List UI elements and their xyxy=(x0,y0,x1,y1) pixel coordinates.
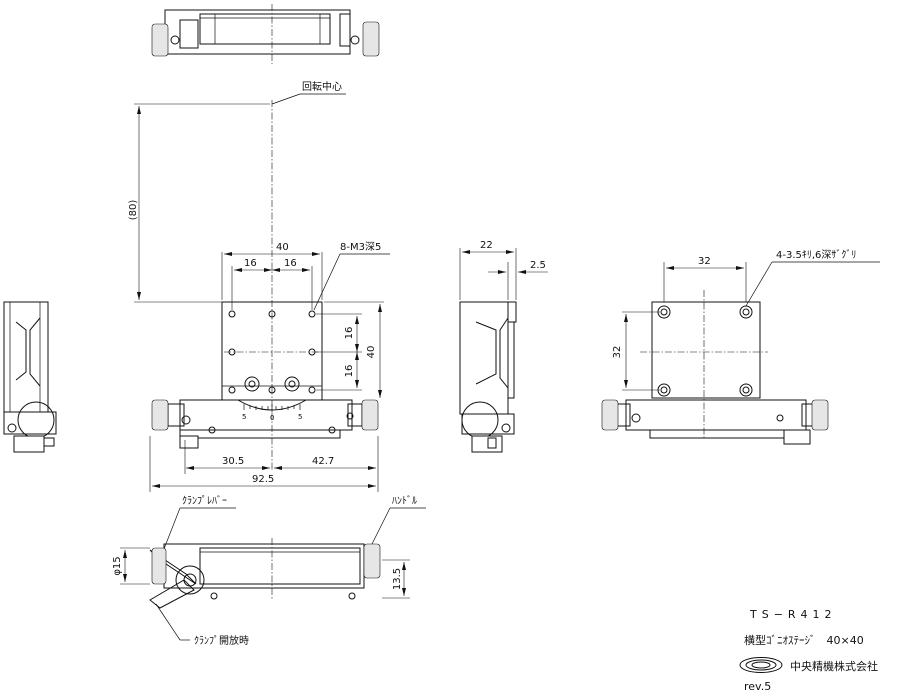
label-clamp-lever: ｸﾗﾝﾌﾟﾚﾊﾞｰ xyxy=(182,495,227,507)
label-mount-holes: 4-3.5ｷﾘ,6深ｻﾞｸﾞﾘ xyxy=(776,249,856,261)
revision-label: rev.5 xyxy=(744,680,772,693)
label-dim-32-h: 32 xyxy=(698,256,711,267)
label-dim-22: 22 xyxy=(480,240,493,251)
lower-view xyxy=(120,507,426,641)
label-dim-92-5: 92.5 xyxy=(252,474,274,485)
label-handle: ﾊﾝﾄﾞﾙ xyxy=(392,495,417,507)
label-scale-5-left: 5 xyxy=(242,413,246,421)
label-dim-2-5: 2.5 xyxy=(530,260,546,271)
label-dim-16-right: 16 xyxy=(284,258,297,269)
left-side-view xyxy=(3,301,57,453)
bottom-view xyxy=(601,261,880,445)
product-name: 横型ｺﾞﾆｵｽﾃｰｼﾞ 40×40 xyxy=(744,634,864,647)
label-dim-16-v1: 16 xyxy=(344,327,355,340)
label-dim-80: (80) xyxy=(128,200,139,221)
label-dim-16-v2: 16 xyxy=(344,365,355,378)
front-view xyxy=(134,93,390,492)
right-side-view xyxy=(459,248,548,453)
label-clamp-open: ｸﾗﾝﾌﾟ開放時 xyxy=(194,634,249,647)
label-scale-0: 0 xyxy=(270,414,274,422)
label-scale-5-right: 5 xyxy=(298,413,302,421)
label-dim-32-v: 32 xyxy=(612,346,623,359)
label-dim-16-left: 16 xyxy=(244,258,257,269)
label-dim-13-5: 13.5 xyxy=(392,568,403,590)
model-number: TS−R412 xyxy=(750,608,837,621)
top-view xyxy=(151,4,380,64)
label-rotation-center: 回転中心 xyxy=(302,80,342,93)
label-dim-40-top: 40 xyxy=(276,242,289,253)
dimension-labels: 回転中心 (80) 40 16 16 8-M3深5 16 16 40 5 0 5… xyxy=(112,80,856,647)
company-logo-icon xyxy=(739,657,783,673)
tapped-hole-pattern xyxy=(224,310,320,394)
label-dim-42-7: 42.7 xyxy=(312,456,334,467)
angle-scale xyxy=(243,404,301,412)
label-dim-40-v: 40 xyxy=(366,346,377,359)
label-dim-phi15: φ15 xyxy=(112,556,123,575)
company-name: 中央精機株式会社 xyxy=(790,660,878,673)
label-tapped-holes: 8-M3深5 xyxy=(340,241,381,253)
label-dim-30-5: 30.5 xyxy=(222,456,244,467)
